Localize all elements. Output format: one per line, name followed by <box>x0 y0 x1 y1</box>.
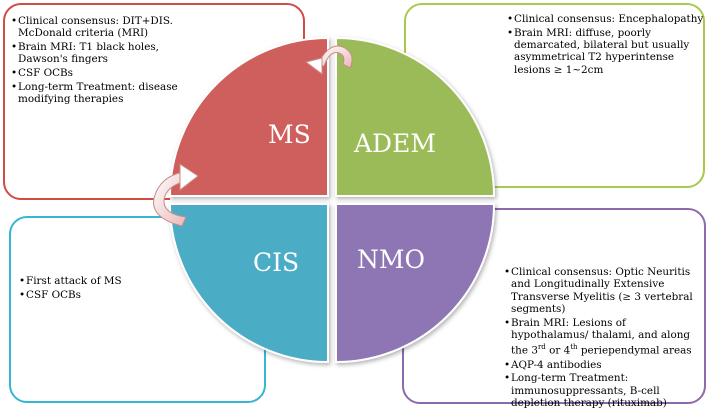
curved-arrow-icon <box>304 45 353 75</box>
list-item-text: periependymal areas <box>577 344 692 357</box>
list-item: Clinical consensus: Optic Neuritis and L… <box>504 266 704 315</box>
list-item: Brain MRI: T1 black holes, Dawson's fing… <box>11 41 181 66</box>
ms-label: MS <box>268 120 311 149</box>
list-item: Long-term Treatment: disease modifying t… <box>11 81 181 106</box>
adem-label: ADEM <box>353 129 436 158</box>
list-item: Clinical consensus: DIT+DIS. McDonald cr… <box>11 15 181 40</box>
list-item: CSF OCBs <box>11 67 181 80</box>
list-item-text: or 4 <box>545 344 571 357</box>
nmo-label: NMO <box>357 245 425 274</box>
list-item: Brain MRI: diffuse, poorly demarcated, b… <box>507 27 705 76</box>
adem-quadrant <box>335 36 496 197</box>
ms-quadrant <box>168 36 329 197</box>
cis-label: CIS <box>253 248 299 277</box>
cis-quadrant <box>168 203 329 364</box>
nmo-criteria-list: Clinical consensus: Optic Neuritis and L… <box>504 266 704 411</box>
list-item: CSF OCBs <box>19 289 159 302</box>
list-item: AQP-4 antibodies <box>504 359 704 372</box>
list-item: Brain MRI: Lesions of hypothalamus/ thal… <box>504 317 704 357</box>
nmo-quadrant <box>335 203 496 364</box>
list-item: Clinical consensus: Encephalopathy <box>507 13 705 26</box>
curved-arrow-icon <box>153 163 199 227</box>
cis-criteria-list: First attack of MS CSF OCBs <box>19 275 159 303</box>
ms-criteria-list: Clinical consensus: DIT+DIS. McDonald cr… <box>11 15 181 107</box>
superscript: rd <box>537 343 546 352</box>
adem-criteria-list: Clinical consensus: Encephalopathy Brain… <box>507 13 705 77</box>
list-item-text: Brain MRI: Lesions of hypothalamus/ thal… <box>511 316 691 357</box>
list-item: Long-term Treatment: immunosuppressants,… <box>504 372 704 409</box>
list-item: First attack of MS <box>19 275 159 288</box>
superscript: th <box>570 343 578 352</box>
